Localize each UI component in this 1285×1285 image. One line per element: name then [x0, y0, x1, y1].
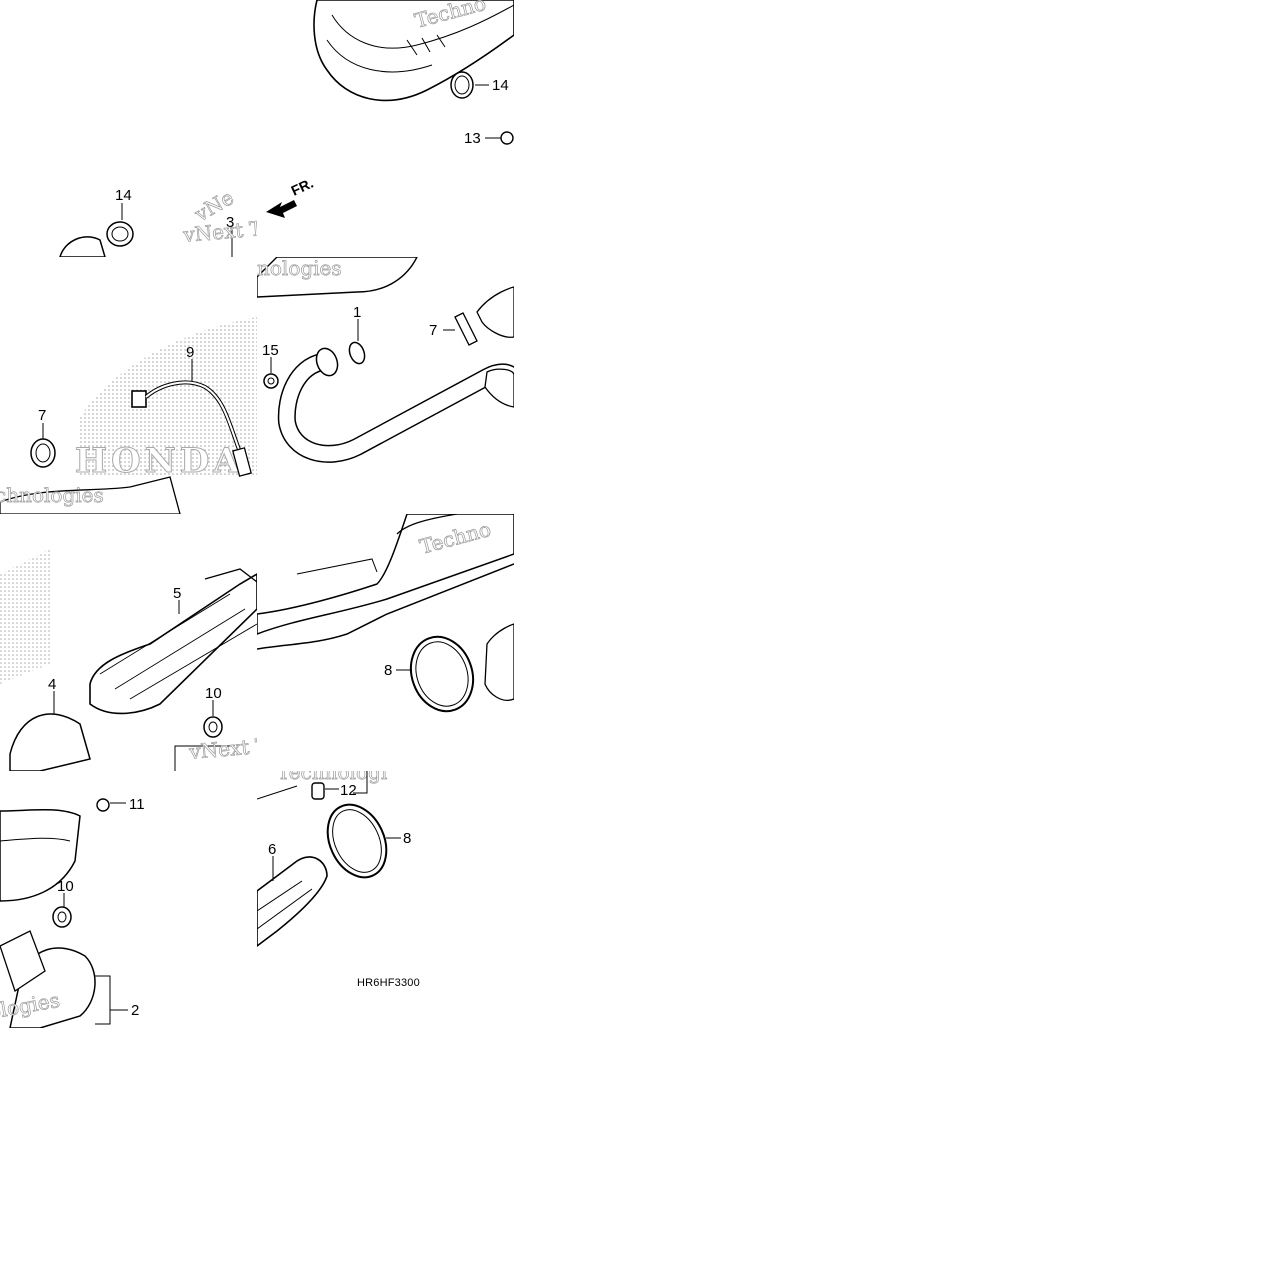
- callout-14: 14: [492, 77, 509, 94]
- watermark: chnologies: [0, 483, 104, 507]
- callout-12: 12: [340, 782, 357, 799]
- arrow-left-icon: [266, 200, 297, 218]
- watermark: Technologi: [277, 771, 387, 784]
- end-cover-shape: [9, 713, 91, 771]
- drawing-code: HR6HF3300: [357, 977, 420, 989]
- callout-14: 14: [115, 187, 132, 204]
- tile-muffler: Techno 8: [257, 514, 514, 771]
- brand-logo-pattern: [80, 317, 257, 477]
- nut-shape: [311, 782, 325, 800]
- callout-8: 8: [384, 662, 392, 679]
- tile-exhaust-midpipe-top: 14 13 Techno: [257, 0, 514, 257]
- callout-6: 6: [268, 841, 276, 858]
- callout-10: 10: [57, 878, 74, 895]
- tail-pipe-shape: [257, 856, 328, 947]
- tile-tail-pipe: Technologi 12 8 6: [257, 771, 514, 1028]
- callout-2: 2: [131, 1002, 139, 1019]
- bolt-shape: [96, 798, 110, 812]
- callout-5: 5: [173, 585, 181, 602]
- hose-band-shape: [326, 803, 388, 879]
- watermark: nologies: [257, 257, 342, 280]
- callout-13: 13: [464, 130, 481, 147]
- watermark: vNext Te: [181, 215, 257, 247]
- callout-7: 7: [38, 407, 46, 424]
- watermark: vNext Te: [187, 732, 257, 764]
- hose-band-shape: [409, 635, 475, 713]
- muffler-end-shape: [0, 809, 81, 902]
- tile-o2-sensor: HONDA 9 7 chnologies: [0, 257, 257, 514]
- callout-10: 10: [205, 685, 222, 702]
- clamp-band-shape: [454, 312, 478, 346]
- callout-7: 7: [429, 322, 437, 339]
- exhaust-pipe-shape: [279, 354, 514, 462]
- muffler-body-shape: [396, 514, 458, 535]
- tile-exhaust-pipe: nologies 1 15 7: [257, 257, 514, 514]
- callout-1: 1: [353, 304, 361, 321]
- o2-sensor-shape: [232, 447, 252, 477]
- callout-3: 3: [226, 214, 234, 231]
- front-label: FR.: [289, 180, 316, 199]
- callout-4: 4: [48, 676, 56, 693]
- gasket-ring-shape: [348, 341, 366, 365]
- nut-shape: [500, 131, 514, 145]
- sensor-connector-shape: [131, 390, 147, 408]
- callout-8: 8: [403, 830, 411, 847]
- callout-9: 9: [186, 344, 194, 361]
- callout-11: 11: [129, 796, 145, 813]
- tile-muffler-end: 11 10 2 ologies: [0, 771, 257, 1028]
- brand-logo: HONDA: [75, 441, 244, 481]
- callout-15: 15: [262, 342, 279, 359]
- front-direction-marker: FR.: [264, 180, 334, 220]
- tile-heat-shield: 5 4 10 vNext Te: [0, 514, 257, 771]
